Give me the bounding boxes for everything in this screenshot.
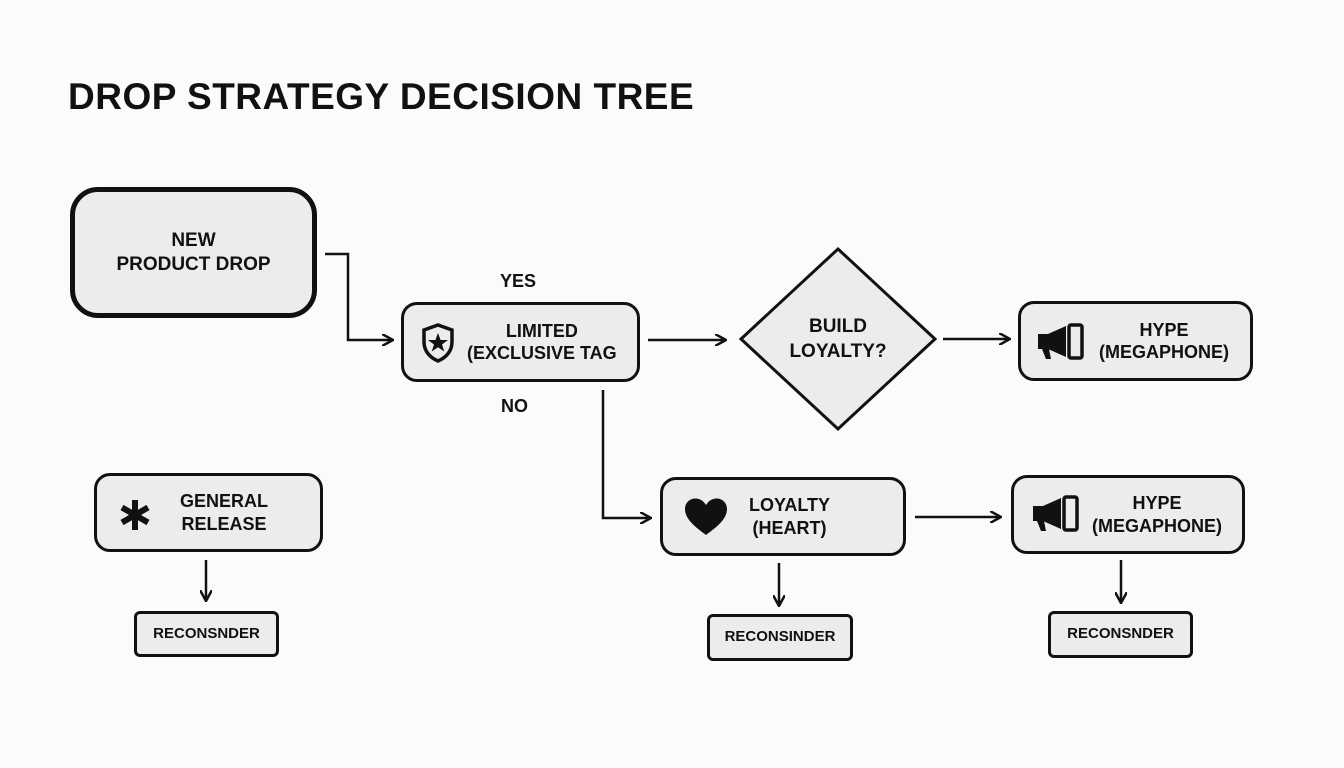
node-hype-top: HYPE (MEGAPHONE) bbox=[1018, 301, 1253, 381]
decision-diamond bbox=[738, 246, 938, 432]
node-reconsider-right: RECONSNDER bbox=[1048, 611, 1193, 658]
node-label-line: (MEGAPHONE) bbox=[1099, 342, 1229, 362]
node-general-release: GENERAL RELEASE bbox=[94, 473, 323, 552]
node-label-line: HYPE bbox=[1132, 493, 1182, 513]
megaphone-icon bbox=[1038, 323, 1084, 360]
node-label-line: NEW bbox=[171, 229, 216, 251]
shield-star-icon bbox=[422, 323, 454, 363]
node-hype-bottom: HYPE (MEGAPHONE) bbox=[1011, 475, 1245, 554]
edge-limited-to-loyalty bbox=[601, 390, 650, 518]
heart-icon bbox=[685, 498, 727, 535]
node-limited: LIMITED (EXCLUSIVE TAG bbox=[401, 302, 640, 382]
node-label-line: PRODUCT DROP bbox=[116, 253, 271, 275]
node-new-product-drop: NEW PRODUCT DROP bbox=[70, 187, 317, 318]
node-label-line: (MEGAPHONE) bbox=[1092, 515, 1222, 536]
node-label-line: LIMITED bbox=[505, 320, 578, 341]
edge-start-to-limited bbox=[325, 252, 392, 340]
node-label: RECONSNDER bbox=[1067, 625, 1174, 643]
edge-label-yes: YES bbox=[500, 271, 537, 291]
node-label: RECONSINDER bbox=[724, 628, 836, 646]
node-label-line: GENERAL bbox=[180, 491, 269, 511]
edge-label-no: NO bbox=[501, 396, 528, 416]
node-label-line: HYPE bbox=[1139, 319, 1189, 340]
node-label-line: (HEART) bbox=[752, 517, 827, 538]
node-label-line: (EXCLUSIVE TAG bbox=[467, 343, 617, 363]
node-label-line: LOYALTY bbox=[749, 495, 831, 515]
node-loyalty: LOYALTY (HEART) bbox=[660, 477, 906, 556]
node-reconsider-mid: RECONSINDER bbox=[707, 614, 853, 661]
page-title: DROP STRATEGY DECISION TREE bbox=[68, 76, 695, 117]
node-label: RECONSNDER bbox=[153, 624, 260, 642]
node-reconsider-left: RECONSNDER bbox=[134, 611, 279, 657]
decision-label: BUILD LOYALTY? bbox=[758, 315, 918, 364]
decision-label-line: LOYALTY? bbox=[789, 340, 887, 362]
node-label-line: RELEASE bbox=[181, 513, 267, 534]
asterisk-icon bbox=[120, 500, 150, 530]
megaphone-icon bbox=[1033, 495, 1079, 532]
decision-label-line: BUILD bbox=[808, 316, 868, 337]
